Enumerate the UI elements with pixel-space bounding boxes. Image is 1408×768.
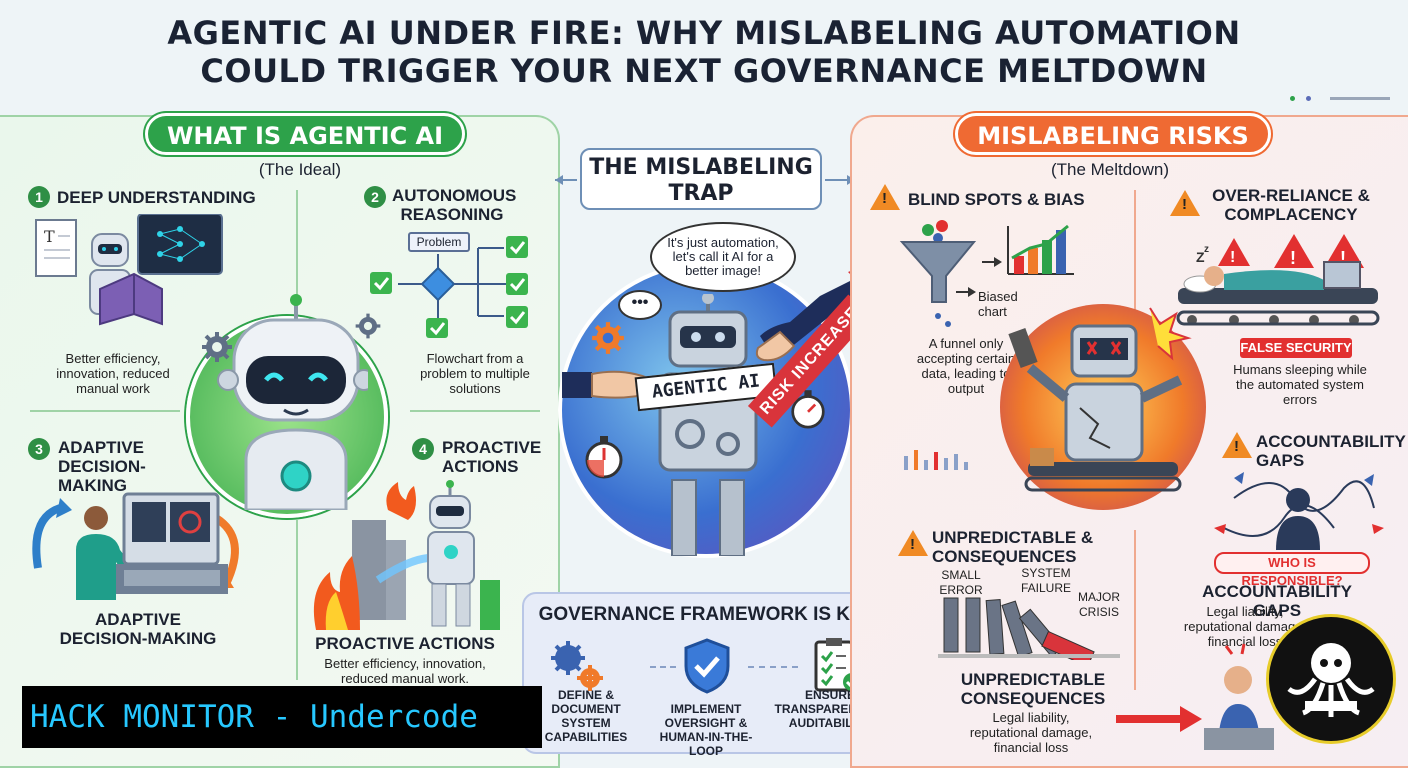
broken-robot-illustration bbox=[1008, 307, 1192, 492]
svg-text:z: z bbox=[1204, 244, 1209, 255]
right-divider-vertical bbox=[1134, 190, 1136, 310]
flowchart: Problem bbox=[368, 228, 538, 340]
title-line-2: COULD TRIGGER YOUR NEXT GOVERNANCE MELTD… bbox=[200, 52, 1208, 90]
stopwatch-icon-2 bbox=[791, 390, 825, 429]
autonomous-reasoning-desc: Flowchart from a problem to multiple sol… bbox=[420, 351, 530, 396]
warning-icon-3: ! bbox=[1222, 432, 1252, 458]
robot-reading-illustration: T bbox=[35, 214, 223, 326]
domino-chain-illustration bbox=[938, 597, 1120, 660]
title-line-1: AGENTIC AI UNDER FIRE: WHY MISLABELING A… bbox=[167, 14, 1241, 52]
svg-text:!: ! bbox=[1290, 248, 1296, 268]
accountability-gaps-caption: ACCOUNTABILITY GAPS bbox=[1202, 582, 1352, 620]
system-failure-label: SYSTEM FAILURE bbox=[1020, 566, 1071, 595]
over-reliance-desc: Humans sleeping while the automated syst… bbox=[1233, 362, 1367, 407]
gear-icon-2 bbox=[355, 313, 381, 339]
item-number-1: 1 bbox=[28, 186, 50, 208]
warning-icon: ! bbox=[870, 184, 900, 210]
blind-spots-title: BLIND SPOTS & BIAS bbox=[908, 190, 1085, 209]
left-divider-vertical-2 bbox=[296, 520, 298, 680]
deep-understanding-title: DEEP UNDERSTANDING bbox=[57, 188, 256, 207]
gov-separator bbox=[650, 666, 676, 668]
speech-bubble: It's just automation, let's call it AI f… bbox=[650, 222, 796, 292]
svg-text:T: T bbox=[44, 227, 55, 246]
item-number-2: 2 bbox=[364, 186, 386, 208]
gears-icon bbox=[551, 641, 603, 691]
decor-dots bbox=[1290, 96, 1400, 102]
person-at-console-illustration bbox=[32, 492, 239, 600]
right-divider-vertical-2 bbox=[1134, 530, 1136, 690]
robot-firefighter-illustration bbox=[313, 480, 500, 630]
shield-check-icon bbox=[684, 638, 730, 694]
hand-placing-label-icon bbox=[755, 276, 860, 362]
mislabeling-risks-heading: MISLABELING RISKS bbox=[955, 113, 1271, 155]
item-number-3: 3 bbox=[28, 438, 50, 460]
item-number-4: 4 bbox=[412, 438, 434, 460]
false-security-badge: FALSE SECURITY bbox=[1240, 338, 1352, 358]
octopus-logo bbox=[1266, 614, 1396, 744]
what-is-agentic-heading: WHAT IS AGENTIC AI bbox=[145, 113, 465, 155]
governance-framework-box: GOVERNANCE FRAMEWORK IS KEY DEFINE & DOC… bbox=[522, 592, 888, 758]
left-divider-horizontal bbox=[30, 410, 180, 412]
deep-understanding-desc: Better efficiency, innovation, reduced m… bbox=[56, 351, 170, 396]
flow-problem-box: Problem bbox=[408, 232, 470, 252]
autonomous-reasoning-title: AUTONOMOUS REASONING bbox=[392, 186, 517, 224]
unpredictable-title: UNPREDICTABLE & CONSEQUENCES bbox=[932, 528, 1094, 566]
accountability-desc: Legal liability, reputational damage, fi… bbox=[1183, 604, 1307, 649]
main-title: AGENTIC AI UNDER FIRE: WHY MISLABELING A… bbox=[0, 14, 1408, 90]
gear-icon-3 bbox=[592, 322, 624, 354]
accountability-gaps-title: ACCOUNTABILITY GAPS bbox=[1256, 432, 1406, 470]
biased-funnel-illustration bbox=[899, 220, 1074, 327]
unpredictable-desc: Legal liability, reputational damage, fi… bbox=[969, 710, 1093, 755]
who-responsible-badge: WHO IS RESPONSIBLE? bbox=[1214, 552, 1370, 588]
trap-connector-arrows bbox=[555, 175, 855, 185]
left-divider-vertical bbox=[296, 190, 298, 310]
mislabeling-trap-title: THE MISLABELING TRAP bbox=[580, 148, 822, 210]
stopwatch-icon bbox=[585, 436, 623, 479]
red-arrow-icon bbox=[1116, 706, 1202, 732]
friendly-robot-icon bbox=[217, 294, 368, 510]
adaptive-decision-title: ADAPTIVE DECISION-MAKING bbox=[58, 438, 146, 495]
small-error-label: SMALL ERROR bbox=[939, 568, 983, 597]
thought-dots-bubble: ••• bbox=[618, 290, 662, 320]
gov-define-document: DEFINE & DOCUMENT SYSTEM CAPABILITIES bbox=[544, 688, 628, 744]
proactive-actions-desc: Better efficiency, innovation, reduced m… bbox=[324, 656, 486, 686]
svg-text:!: ! bbox=[1230, 249, 1235, 266]
left-divider-horizontal-2 bbox=[410, 410, 540, 412]
over-reliance-title: OVER-RELIANCE & COMPLACENCY bbox=[1212, 186, 1370, 224]
gear-icon bbox=[202, 332, 232, 362]
blind-spots-desc: A funnel only accepting certain data, le… bbox=[916, 336, 1016, 396]
major-crisis-label: MAJOR CRISIS bbox=[1078, 590, 1120, 619]
gov-separator-2 bbox=[748, 666, 798, 668]
gov-oversight: IMPLEMENT OVERSIGHT & HUMAN-IN-THE-LOOP bbox=[659, 702, 753, 758]
svg-text:Z: Z bbox=[1196, 249, 1205, 265]
biased-chart-label: Biased chart bbox=[978, 289, 1018, 319]
unpredictable-caption: UNPREDICTABLE CONSEQUENCES bbox=[960, 670, 1106, 708]
octopus-icon bbox=[1287, 643, 1375, 717]
svg-text:!: ! bbox=[1340, 248, 1346, 268]
adaptive-decision-caption: ADAPTIVE DECISION-MAKING bbox=[59, 610, 217, 648]
decor-bars bbox=[904, 450, 968, 470]
stressed-person-illustration bbox=[1204, 643, 1274, 750]
warning-icon-4: ! bbox=[898, 530, 928, 556]
warning-icon-2: ! bbox=[1170, 190, 1200, 216]
hack-monitor-watermark: HACK MONITOR - Undercode bbox=[22, 686, 542, 748]
ideal-subtitle: (The Ideal) bbox=[258, 160, 342, 179]
governance-title: GOVERNANCE FRAMEWORK IS KEY bbox=[538, 604, 876, 625]
proactive-actions-caption: PROACTIVE ACTIONS bbox=[315, 634, 495, 653]
proactive-actions-title: PROACTIVE ACTIONS bbox=[442, 438, 542, 476]
meltdown-subtitle: (The Meltdown) bbox=[1050, 160, 1170, 179]
tangled-person-illustration bbox=[1214, 472, 1384, 550]
